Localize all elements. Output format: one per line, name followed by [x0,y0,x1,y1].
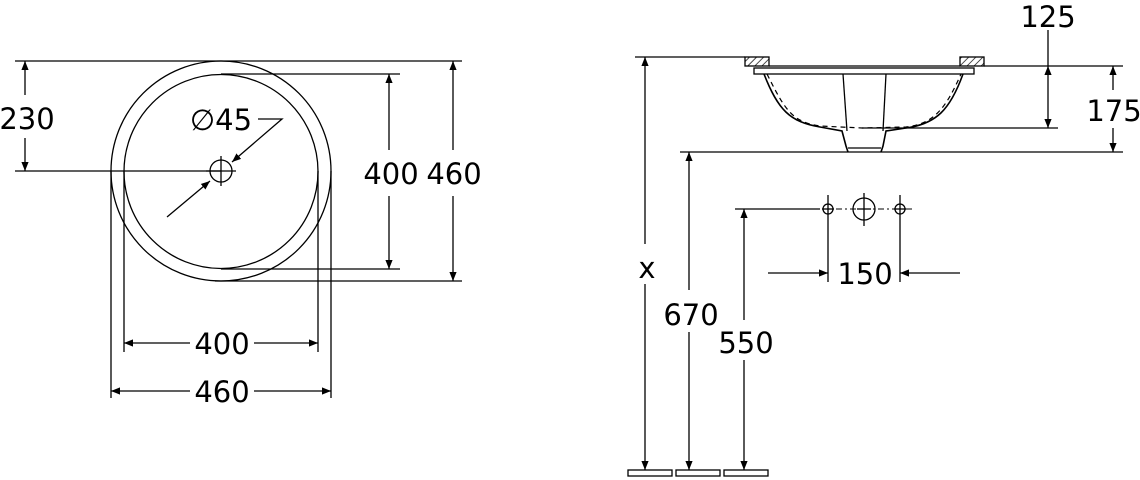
dim-tap-spacing-label: 150 [837,257,892,291]
floor-line [627,469,769,477]
dim-mount-height-label: x [638,251,655,285]
countertop-section-right [959,56,985,67]
dim-center-height-label: 230 [0,102,55,136]
basin-outline [763,73,964,153]
dim-outer-height-label: 460 [426,157,481,191]
dim-drain-diameter-label: ∅45 [190,103,252,137]
top-view: 230 ∅45 400 460 400 460 [0,60,482,409]
side-view: 125 175 x 670 550 150 [627,0,1140,477]
dim-inner-height-label: 400 [363,157,418,191]
dim-outer-width-label: 460 [194,375,249,409]
dim-inner-width-label: 400 [194,327,249,361]
dim-bowl-depth-label: 125 [1020,0,1075,34]
countertop-section-left [744,56,770,67]
dim-total-depth-label: 175 [1086,94,1140,128]
dim-drain-height-label: 550 [718,326,773,360]
dim-underside-height-label: 670 [663,298,718,332]
tap-holes [822,193,915,282]
basin-rim [753,67,975,75]
